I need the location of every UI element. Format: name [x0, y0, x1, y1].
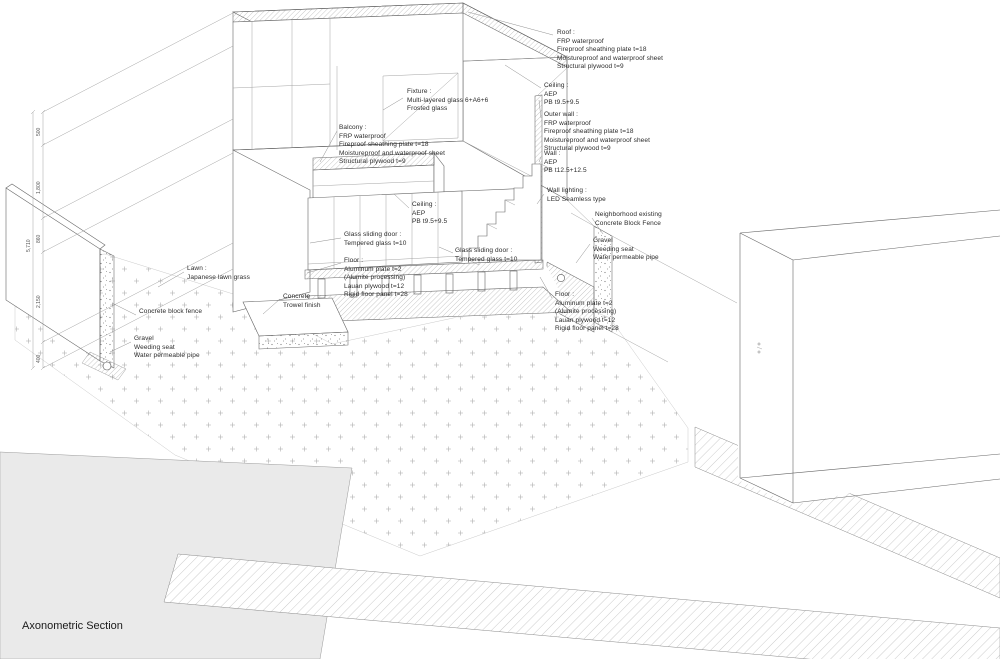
dim-value-4: 2,150 [36, 295, 42, 308]
floor-section-band [304, 259, 544, 280]
stairs [468, 163, 552, 266]
drawing-title: Axonometric Section [22, 620, 123, 632]
annotation-ceiling-2f: Ceiling : AEP PB t9.5+9.5 [544, 82, 580, 107]
annotation-wall-lighting: Wall lighting : LED Seamless type [547, 187, 606, 203]
neighbor-building [738, 206, 1000, 505]
annotation-glass-door-right: Glass sliding door : Tempered glass t=10 [455, 247, 518, 263]
concrete-terrace [242, 297, 349, 350]
annotation-outer-wall: Outer wall : FRP waterproof Fireproof sh… [544, 111, 651, 153]
annotation-roof: Roof : FRP waterproof Fireproof sheathin… [557, 29, 664, 71]
annotation-lawn: Lawn : Japanese lawn grass [187, 265, 250, 281]
neighborhood-block-fence [570, 212, 738, 363]
annotation-concrete: Concrete Trowel finish [283, 293, 321, 309]
leader-lines [109, 11, 604, 353]
house [231, 2, 595, 322]
annotation-fixture: Fixture : Multi-layered glass 6+A6+6 Fro… [407, 88, 489, 113]
door-latch-icon [756, 342, 763, 354]
annotation-glass-door-left: Glass sliding door : Tempered glass t=10 [344, 231, 407, 247]
glass-sliding-doors [307, 187, 536, 271]
annotation-neighborhood-fence: Neighborhood existing Concrete Block Fen… [595, 211, 662, 227]
dim-value-3: 860 [36, 234, 42, 243]
annotation-floor-right: Floor : Aluminum plate t=2 (Alumite proc… [555, 291, 619, 333]
annotation-balcony: Balcony : FRP waterproof Fireproof sheat… [339, 124, 446, 166]
lawn-area [14, 253, 689, 557]
water-permeable-pipe-right [557, 274, 565, 282]
annotation-gravel-right: Gravel Weeding seat Water permeable pipe [593, 237, 659, 262]
annotation-gravel-left: Gravel Weeding seat Water permeable pipe [134, 335, 200, 360]
dimension-lines: 500 1,800 860 2,150 400 5,710 [26, 12, 234, 371]
fixture-glass [382, 72, 459, 142]
foundation-piers [317, 270, 518, 299]
dim-total-value: 5,710 [26, 239, 32, 252]
dim-value-2: 1,800 [36, 181, 42, 194]
water-permeable-pipe-left [102, 361, 112, 371]
dim-value-1: 500 [36, 127, 42, 136]
road-strip-bottom [163, 553, 1000, 659]
dim-value-5: 400 [36, 354, 42, 363]
annotation-ceiling-1f: Ceiling : AEP PB t9.5+9.5 [412, 201, 448, 226]
annotation-block-fence: Concrete block fence [139, 308, 203, 315]
annotation-floor-left: Floor : Aluminum plate t=2 (Alumite proc… [344, 257, 408, 299]
first-floor-left-wall [232, 149, 311, 313]
annotation-wall: Wall : AEP PB t12.5+12.5 [544, 150, 587, 175]
